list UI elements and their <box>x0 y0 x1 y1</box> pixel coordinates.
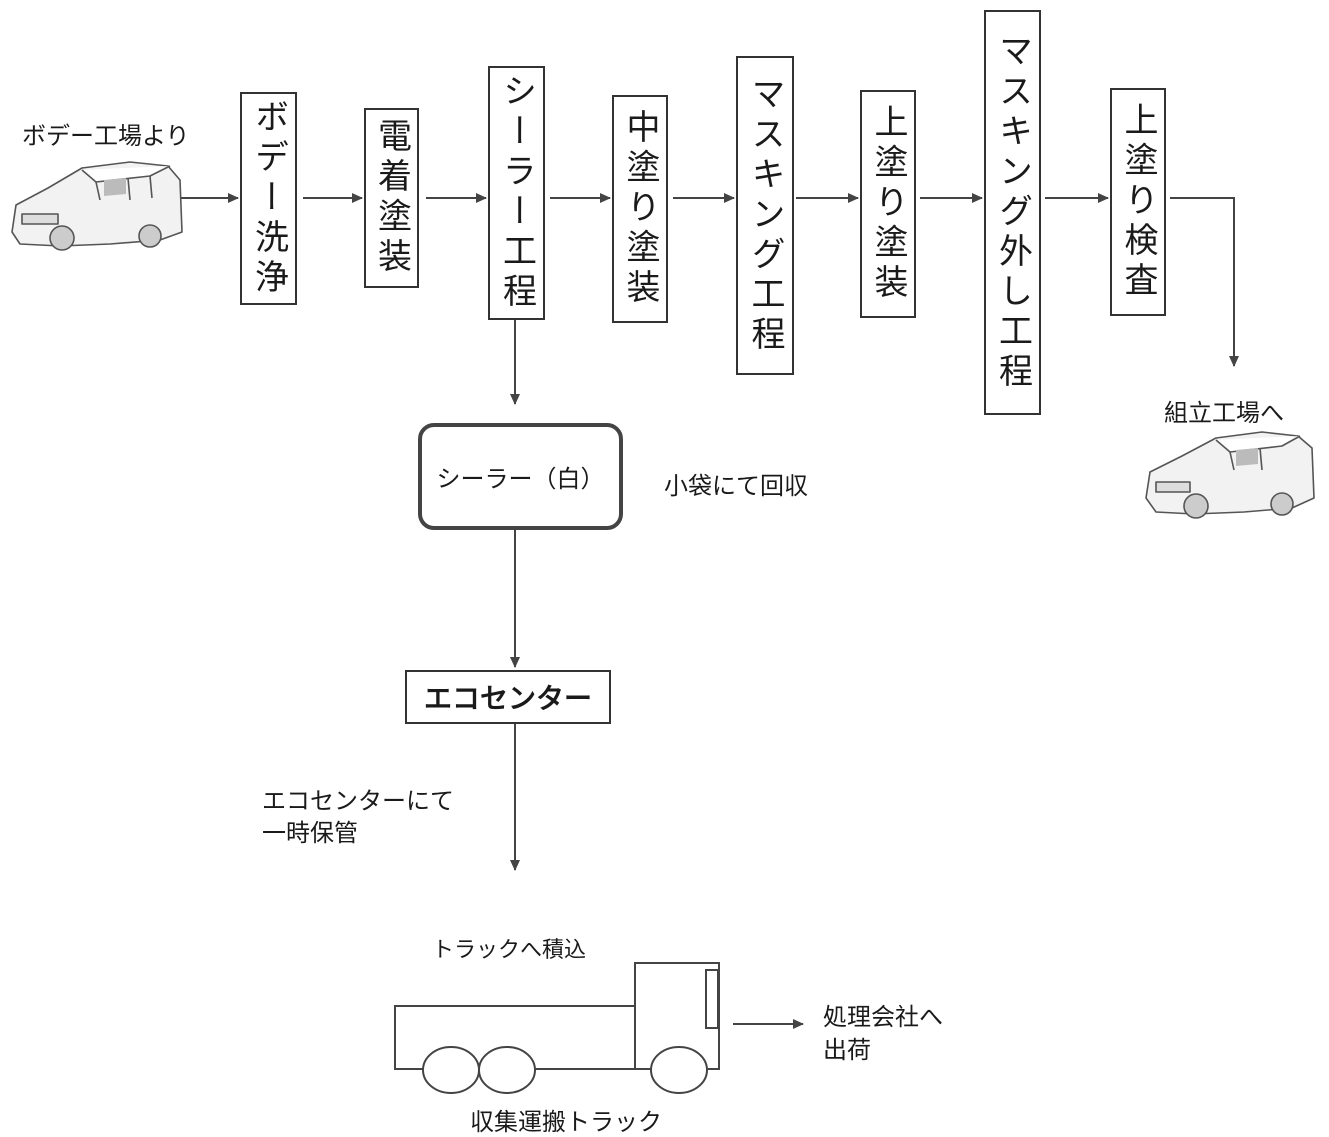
sealer-waste-box: シーラー（白） <box>418 423 623 530</box>
ship-label-line2: 出荷 <box>823 1036 871 1064</box>
step-label: 電着塗装 <box>371 118 412 278</box>
step-label: マスキング工程 <box>745 75 785 356</box>
step-top-coat: 上塗り塗装 <box>860 90 916 318</box>
eco-center-label: エコセンター <box>423 682 592 715</box>
step-electrodeposition: 電着塗装 <box>364 108 419 288</box>
step-top-coat-inspection: 上塗り検査 <box>1110 88 1166 316</box>
step-label: マスキング外し工程 <box>992 32 1033 393</box>
eco-center-note-line2: 一時保管 <box>262 819 358 847</box>
sealer-waste-label: シーラー（白） <box>436 465 605 493</box>
step-label: 上塗り塗装 <box>868 104 908 304</box>
load-truck-label: トラックへ積込 <box>432 938 587 963</box>
step-label: シーラー工程 <box>496 73 537 313</box>
eco-center-note-line1: エコセンターにて <box>262 787 454 815</box>
step-label: ボデー洗浄 <box>248 98 289 299</box>
ship-label-line1: 処理会社へ <box>823 1003 943 1031</box>
collect-in-bags-label: 小袋にて回収 <box>664 472 808 500</box>
from-body-plant-label: ボデー工場より <box>22 122 190 150</box>
to-assembly-plant-label: 組立工場へ <box>1164 399 1284 427</box>
step-unmasking: マスキング外し工程 <box>984 10 1041 415</box>
truck-name-label: 収集運搬トラック <box>470 1108 662 1136</box>
step-body-wash: ボデー洗浄 <box>240 92 297 305</box>
eco-center-box: エコセンター <box>405 670 611 724</box>
truck-icon <box>394 962 720 1094</box>
arrow-inspect-to-assembly <box>1170 197 1239 367</box>
car-icon-assembly <box>1145 431 1315 519</box>
step-middle-coat: 中塗り塗装 <box>612 95 668 323</box>
step-label: 上塗り検査 <box>1118 102 1158 302</box>
step-label: 中塗り塗装 <box>620 109 660 309</box>
car-icon <box>11 161 183 251</box>
step-masking: マスキング工程 <box>736 56 794 375</box>
step-sealer: シーラー工程 <box>488 66 545 320</box>
